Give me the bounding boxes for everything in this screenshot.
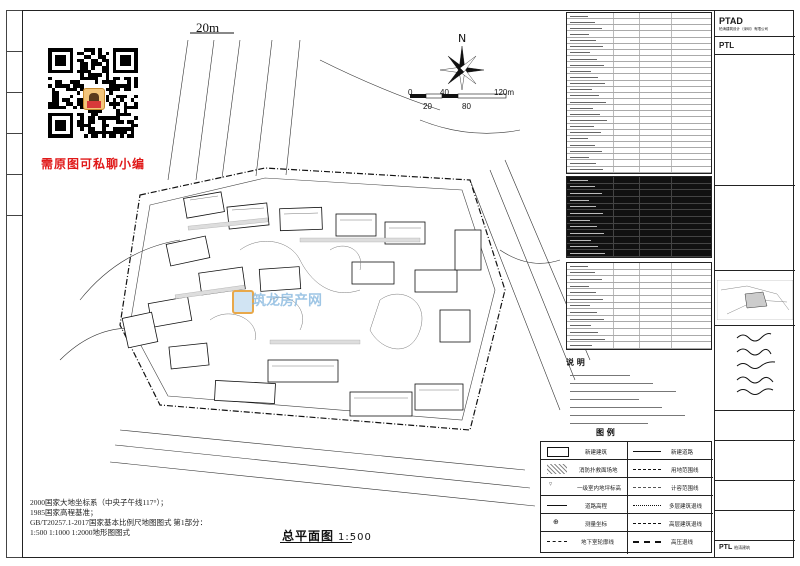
legend-label: 消防扑救面场地 — [579, 468, 618, 474]
location-map — [717, 280, 793, 320]
new-building-symbol-icon — [547, 447, 569, 457]
building-table — [566, 262, 712, 350]
elevation-symbol-icon: ▽ — [549, 481, 553, 486]
scale-tick-80: 80 — [462, 102, 471, 111]
setback-symbol-icon — [633, 505, 661, 506]
parking-table — [566, 176, 712, 258]
highrise-setback-symbol-icon — [633, 523, 661, 524]
indicator-table — [566, 12, 712, 174]
coordinate-note-line: 2000国家大地坐标系（中央子午线117°）； — [30, 498, 168, 507]
bottom-logo: PTL 柏涛建筑 — [719, 544, 750, 551]
legend-row: 道路高程 多层建筑退线 — [541, 496, 713, 514]
legend-label: 测量坐标 — [585, 522, 608, 528]
legend-label: 道路高程 — [585, 504, 608, 510]
hv-setback-symbol-icon — [633, 541, 661, 543]
north-label: N — [458, 32, 466, 45]
site-boundary-symbol-icon — [633, 469, 661, 470]
far-boundary-symbol-icon — [633, 487, 661, 488]
legend-row: 地下室轮廓线 高压退线 — [541, 532, 713, 550]
legend-heading: 图 例 — [596, 428, 615, 437]
title-underline — [280, 542, 352, 543]
legend-row: 消防扑救面场地 用地范围线 — [541, 460, 713, 478]
scale-tick-40: 40 — [440, 88, 449, 97]
legend-label: 新建建筑 — [585, 450, 608, 456]
legend-label: 地下室轮廓线 — [581, 540, 615, 546]
plan-title-text: 总平面图 — [282, 529, 335, 543]
fire-access-symbol-icon — [547, 464, 567, 474]
basement-outline-symbol-icon — [547, 541, 567, 542]
new-road-symbol-icon — [633, 451, 661, 452]
watermark-logo-icon — [232, 290, 254, 314]
binding-strip — [6, 10, 22, 558]
legend-row: ⊕ 测量坐标 高层建筑退线 — [541, 514, 713, 532]
plan-scale: 1:500 — [338, 532, 372, 543]
north-arrow-icon: N — [439, 32, 485, 91]
avatar-icon — [83, 88, 105, 110]
legend-label: 高层建筑退线 — [669, 522, 703, 528]
road-elevation-symbol-icon — [547, 505, 567, 506]
legend-row: 新建建筑 新建道路 — [541, 442, 713, 460]
legend-label: 用地范围线 — [671, 468, 699, 474]
drawing-frame — [22, 10, 794, 558]
scale-tick-0: 0 — [408, 88, 413, 97]
qr-code[interactable] — [48, 48, 138, 142]
promo-text: 需原图可私聊小编 — [41, 157, 146, 171]
bottom-logo-suffix: 柏涛建筑 — [734, 545, 751, 550]
signature-block — [736, 333, 776, 395]
notes-heading: 说 明 — [566, 358, 585, 367]
design-notes: 说 明 图 例 — [566, 357, 706, 439]
legend-label: 新建道路 — [671, 450, 694, 456]
company-logo: PTAD — [719, 16, 743, 26]
coordinate-note-line: 1:500 1:1000 1:2000地形图图式 — [30, 528, 131, 537]
coordinate-notes: 2000国家大地坐标系（中央子午线117°）； 1985国家高程基准； GB/T… — [30, 498, 207, 538]
road-width-label: 20m — [196, 20, 220, 35]
scale-tick-20: 20 — [423, 102, 432, 111]
scale-bar — [410, 93, 507, 99]
company-logo-secondary: PTL — [719, 41, 735, 50]
bottom-logo-mark: PTL — [719, 544, 733, 551]
legend-label: 多层建筑退线 — [669, 504, 703, 510]
watermark-text: 筑龙房产网 — [252, 293, 322, 309]
legend-row: ▽ 一级室内地坪标高 计容范围线 — [541, 478, 713, 496]
coordinate-note-line: 1985国家高程基准； — [30, 508, 98, 517]
legend-table: 新建建筑 新建道路 消防扑救面场地 用地范围线 ▽ 一级室内地坪标高 计容范围线… — [540, 441, 713, 554]
legend-label: 计容范围线 — [671, 486, 699, 492]
legend-label: 一级室内地坪标高 — [577, 486, 622, 492]
legend-label: 高压退线 — [671, 540, 694, 546]
title-block: PTAD 柏涛建筑设计（深圳）有限公司 PTL PTL 柏涛建筑 — [714, 10, 795, 558]
coordinate-note-line: GB/T20257.1-2017国家基本比例尺地图图式 第1部分： — [30, 518, 208, 527]
survey-point-symbol-icon: ⊕ — [553, 518, 559, 526]
scale-tick-120m: 120m — [494, 88, 515, 97]
company-name: 柏涛建筑设计（深圳）有限公司 — [719, 27, 768, 31]
